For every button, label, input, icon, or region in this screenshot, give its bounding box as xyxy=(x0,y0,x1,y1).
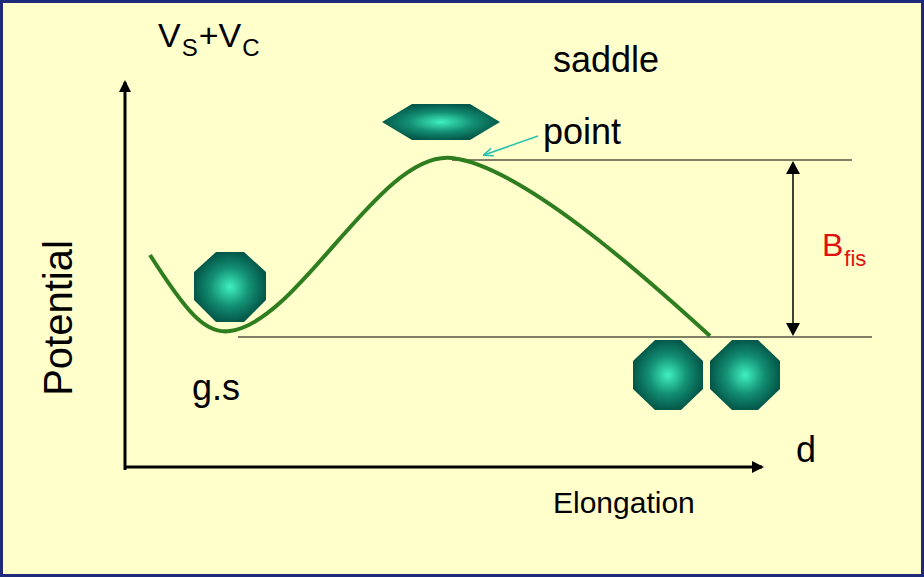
ground-level-line xyxy=(238,337,872,338)
saddle-level-line xyxy=(452,160,852,161)
leader-line xyxy=(484,136,538,155)
barrier-label: B xyxy=(822,229,843,261)
axis-label: V xyxy=(158,18,181,52)
axis-label: d xyxy=(796,432,816,468)
barrier-height-arrow xyxy=(792,170,794,327)
y-axis xyxy=(124,82,127,470)
fragment-nucleus xyxy=(710,340,780,410)
axis-label: +V xyxy=(199,18,242,52)
state-label: point xyxy=(543,114,621,150)
fragment-nucleus xyxy=(633,340,703,410)
axis-title: Potential xyxy=(38,240,78,396)
barrier-label-subscript: fis xyxy=(844,248,866,270)
state-label: saddle xyxy=(553,42,659,78)
axis-label-subscript: C xyxy=(242,36,259,60)
axis-label-subscript: S xyxy=(182,36,198,60)
saddle-nucleus xyxy=(382,104,500,140)
potential-curve xyxy=(150,158,710,336)
state-label: g.s xyxy=(192,370,240,406)
ground-state-nucleus xyxy=(194,252,266,322)
axis-title: Elongation xyxy=(553,488,695,518)
x-axis xyxy=(124,466,762,469)
barrier-arrow-heads xyxy=(786,161,800,336)
